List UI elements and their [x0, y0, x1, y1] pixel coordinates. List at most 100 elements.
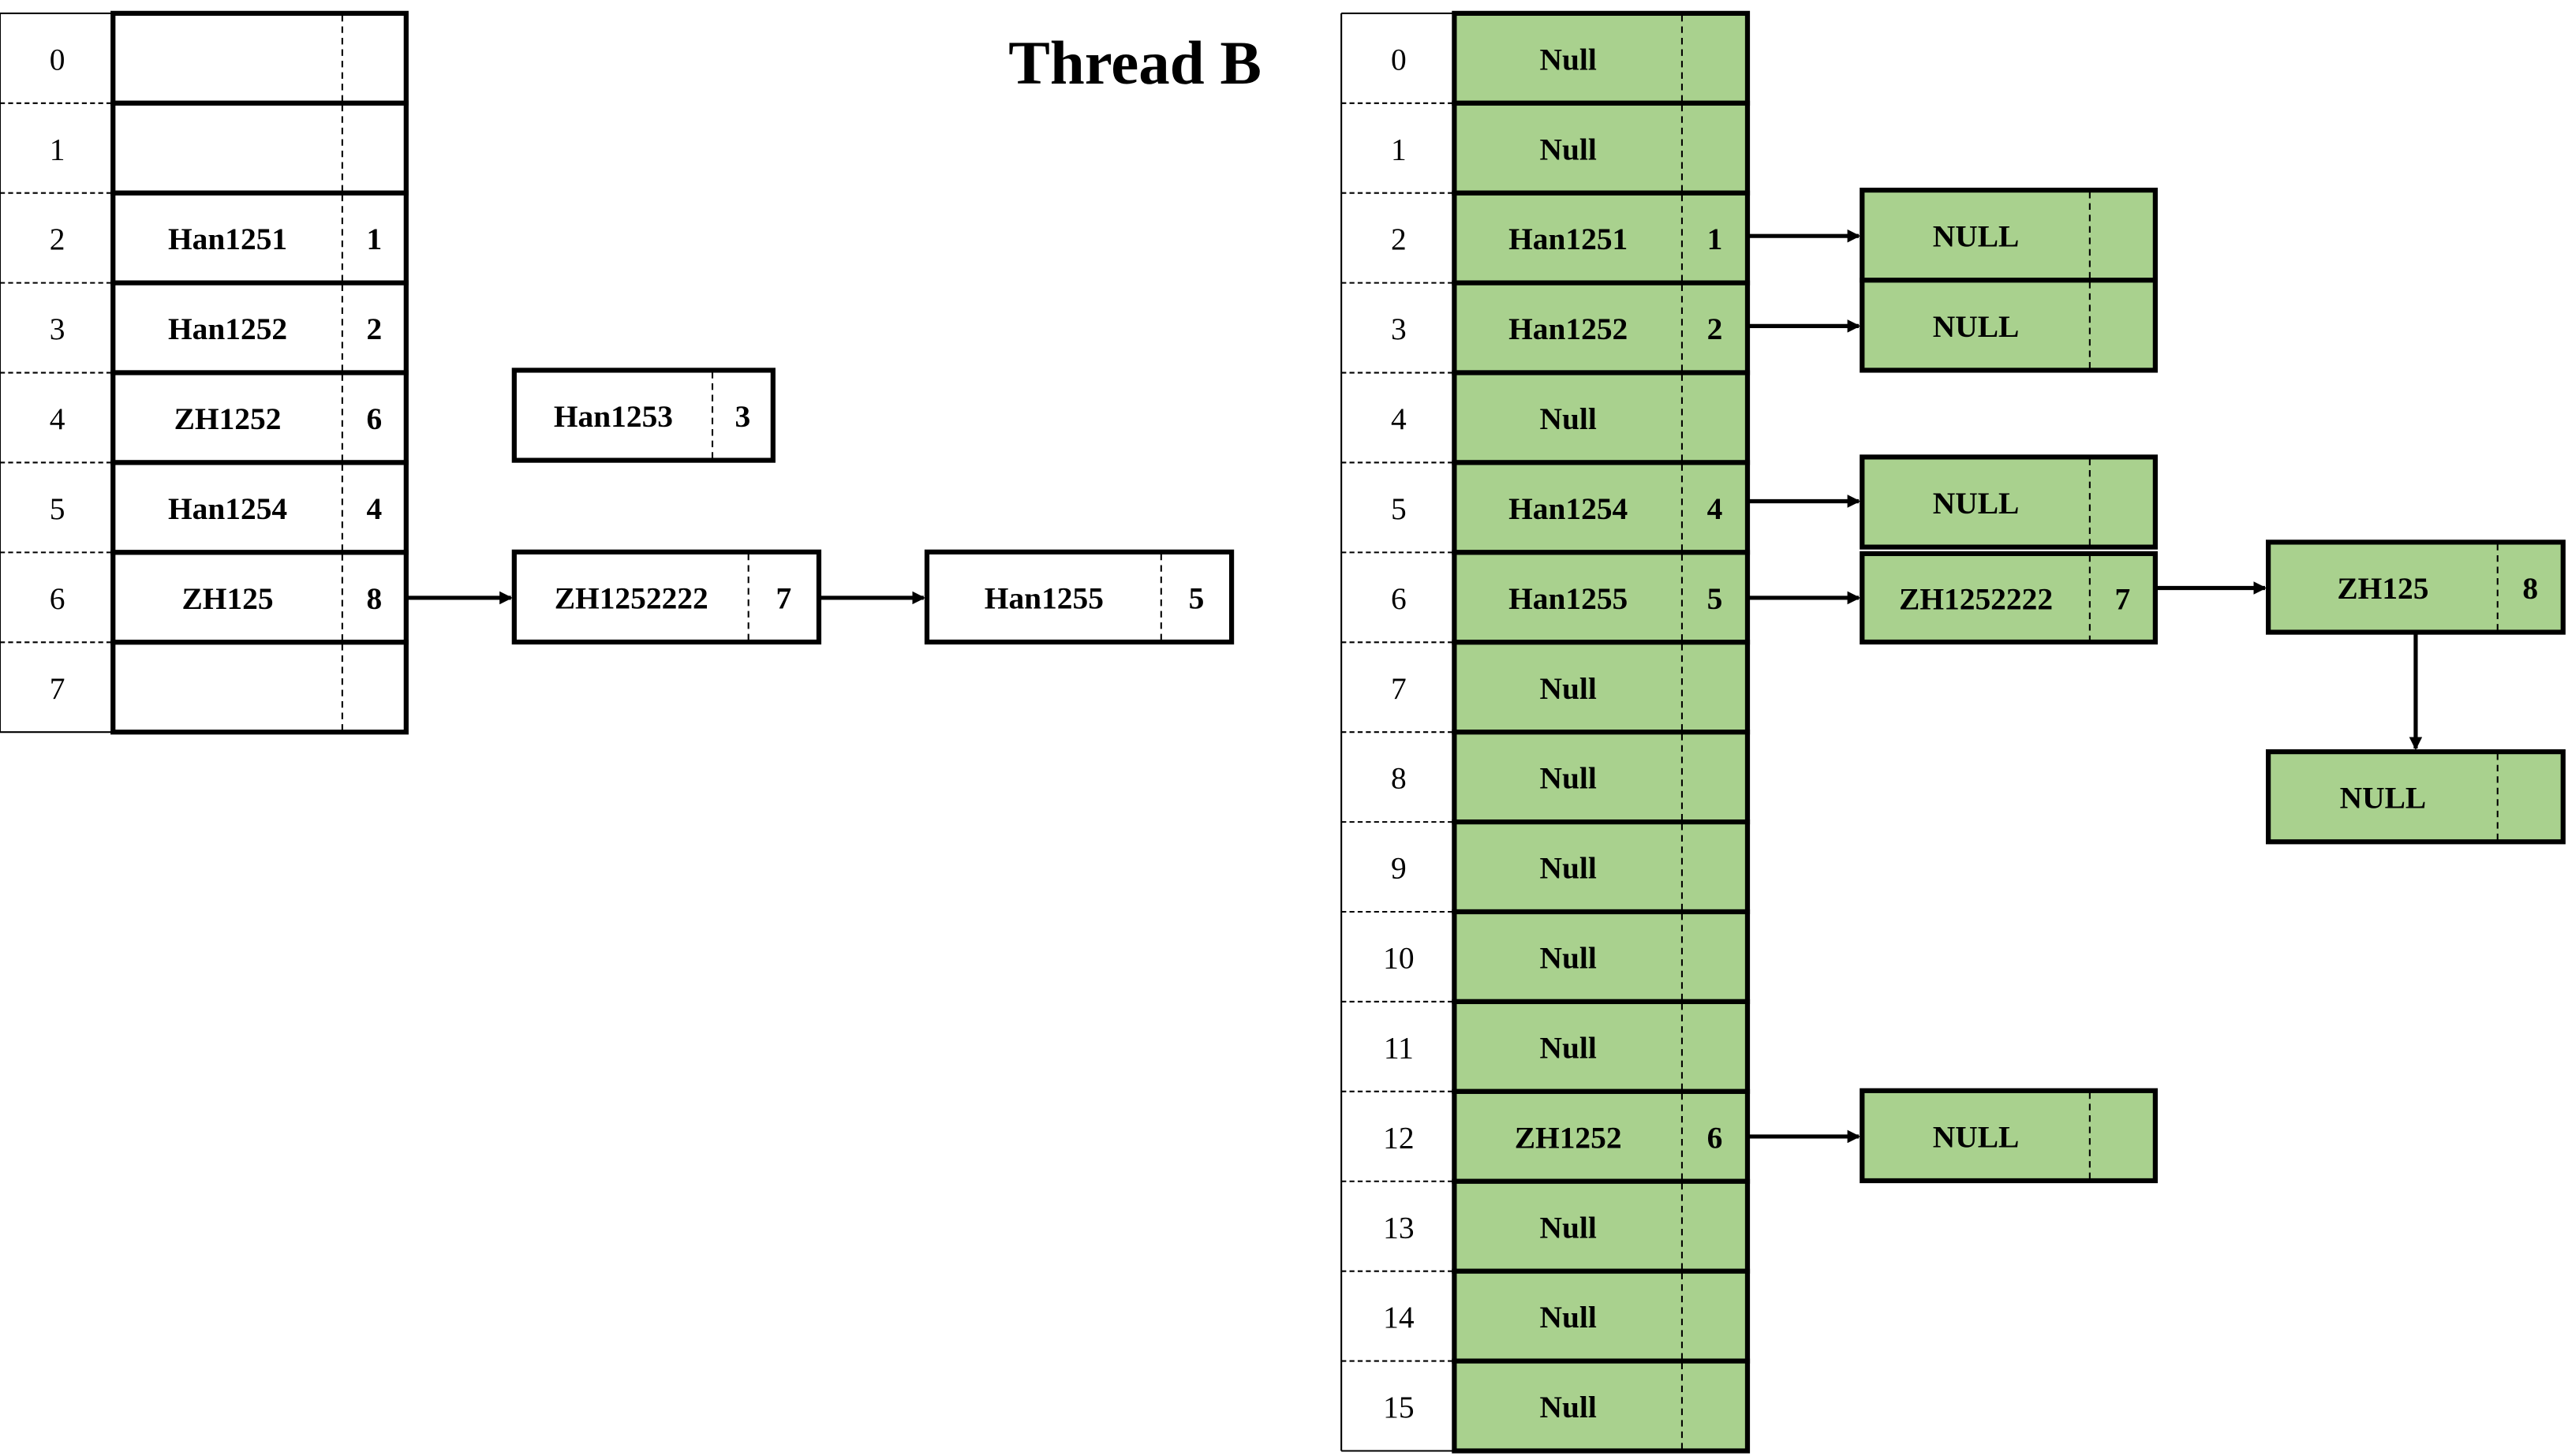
node-key: ZH125 [2337, 571, 2428, 606]
diagram-title: Thread B [1008, 29, 1262, 98]
node-key: Null [1540, 1390, 1597, 1424]
old-table-bucket-3: Han1252 2 [110, 280, 409, 375]
node-value: 2 [1707, 312, 1723, 346]
bucket-index: 0 [50, 42, 65, 77]
new-table-bucket-11: Null [1452, 999, 1751, 1094]
node-key: NULL [1933, 309, 2020, 344]
bucket-index: 13 [1383, 1210, 1414, 1245]
bucket-index: 10 [1383, 941, 1414, 976]
node-value: 5 [1189, 581, 1205, 615]
node-key: Null [1540, 941, 1597, 976]
new-table-bucket-13: Null [1452, 1178, 1751, 1274]
bucket-index: 8 [1391, 761, 1407, 796]
bucket-index: 11 [1384, 1030, 1414, 1065]
new-table-bucket-11-box [1452, 999, 1751, 1094]
new-table-bucket-10: Null [1452, 909, 1751, 1005]
node-key: NULL [1933, 486, 2020, 521]
bucket-index: 1 [50, 132, 65, 166]
new-table-bucket-8-box [1452, 730, 1751, 825]
bucket-index: 12 [1383, 1120, 1414, 1155]
node-value: 8 [2522, 571, 2538, 606]
bucket-index: 4 [1391, 401, 1407, 436]
old-table-bucket-2-box [110, 190, 409, 286]
new-table-bucket-3-box [1452, 280, 1751, 375]
bucket-index: 3 [50, 312, 65, 346]
old-table-bucket-0 [110, 10, 409, 106]
new-table-bucket-14-box [1452, 1268, 1751, 1364]
node-key: Han1251 [1508, 222, 1628, 256]
new-table-bucket-6: Han1255 5 [1452, 550, 1751, 645]
new-chain-node-box [2265, 749, 2566, 845]
node-key: Null [1540, 1210, 1597, 1245]
node-key: ZH125 [181, 581, 273, 616]
new-table-bucket-1-box [1452, 100, 1751, 196]
node-key: Null [1540, 761, 1597, 796]
node-key: Han1254 [1508, 491, 1628, 526]
node-key: Null [1540, 671, 1597, 706]
new-chain-node-box [1860, 551, 2158, 645]
node-key: ZH1252 [1515, 1120, 1622, 1155]
new-table-bucket-12-box [1452, 1088, 1751, 1184]
old-table-bucket-0-box [110, 10, 409, 106]
node-key: NULL [2340, 781, 2427, 816]
old-table-bucket-5-box [110, 460, 409, 555]
old-table-bucket-3-box [110, 280, 409, 375]
old-table-bucket-6: ZH125 8 [110, 550, 409, 645]
node-key: Han1254 [168, 491, 287, 526]
new-table-bucket-12: ZH1252 6 [1452, 1088, 1751, 1184]
new-chain-node-box [1860, 454, 2158, 550]
new-table-bucket-15-box [1452, 1358, 1751, 1454]
node-key: Han1255 [1508, 581, 1628, 616]
old-chain-node-box [511, 549, 822, 645]
bucket-index: 5 [50, 491, 65, 526]
bucket-index: 7 [1391, 671, 1407, 706]
node-value: 6 [366, 401, 382, 436]
new-chain-node: NULL [1860, 187, 2158, 283]
node-key: Null [1540, 1030, 1597, 1065]
node-value: 8 [366, 581, 382, 616]
new-table-bucket-2: Han1251 1 [1452, 190, 1751, 286]
bucket-index: 9 [1391, 851, 1407, 886]
node-key: Han1252 [168, 312, 287, 346]
node-value: 4 [366, 491, 382, 526]
new-table-bucket-7: Null [1452, 640, 1751, 735]
new-chain-node-box [2265, 539, 2566, 635]
new-chain-node-box [1860, 1088, 2158, 1184]
bucket-index: 2 [50, 222, 65, 256]
node-key: Null [1540, 1300, 1597, 1335]
old-table-bucket-5: Han1254 4 [110, 460, 409, 555]
new-chain-node: NULL [1860, 278, 2158, 373]
old-chain-node-box [511, 368, 776, 463]
bucket-index: 0 [1391, 42, 1407, 77]
node-key: Null [1540, 851, 1597, 886]
node-key: ZH1252222 [1899, 581, 2053, 616]
new-table-bucket-1: Null [1452, 100, 1751, 196]
node-value: 6 [1707, 1120, 1723, 1155]
bucket-index: 1 [1391, 132, 1407, 166]
new-table-bucket-10-box [1452, 909, 1751, 1005]
new-chain-node: NULL [1860, 1088, 2158, 1184]
node-value: 5 [1707, 581, 1723, 616]
old-table-bucket-6-box [110, 550, 409, 645]
new-table-bucket-13-box [1452, 1178, 1751, 1274]
node-key: Null [1540, 401, 1597, 436]
old-table-bucket-1-box [110, 100, 409, 196]
bucket-index: 7 [50, 671, 65, 706]
bucket-index: 15 [1383, 1390, 1414, 1424]
new-table-bucket-6-box [1452, 550, 1751, 645]
node-value: 1 [1707, 222, 1723, 256]
old-table-bucket-7-box [110, 640, 409, 735]
old-table-bucket-1 [110, 100, 409, 196]
node-value: 1 [366, 222, 382, 256]
old-table-bucket-7 [110, 640, 409, 735]
node-key: Han1253 [554, 399, 673, 434]
bucket-index: 6 [1391, 581, 1407, 616]
node-value: 2 [366, 312, 382, 346]
new-table-bucket-2-box [1452, 190, 1751, 286]
new-chain-node-box [1860, 278, 2158, 373]
